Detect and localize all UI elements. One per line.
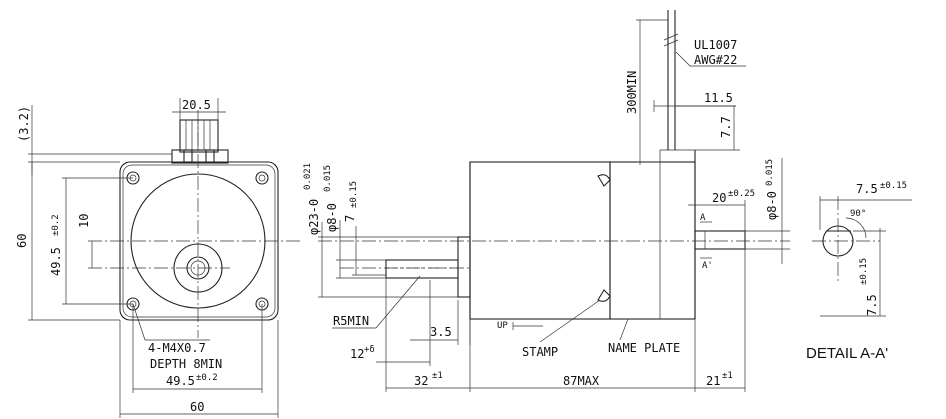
dim-7: 7 [343, 215, 357, 222]
front-boss [457, 236, 471, 298]
tol-0-2-vertical: ±0.2 [51, 214, 61, 236]
wire-awg: AWG#22 [694, 53, 737, 67]
hole-leader [132, 303, 146, 341]
front-shaft [385, 259, 459, 279]
dim-3-5: 3.5 [430, 325, 452, 339]
tol-phi8-rear: 0.015 [765, 159, 775, 186]
dim-87max: 87MAX [563, 374, 600, 388]
section-a: A [700, 213, 706, 223]
dim-7-7: 7.7 [719, 116, 733, 138]
dim-10: 10 [77, 214, 91, 228]
tol-0-2-horizontal: ±0.2 [196, 373, 218, 383]
detail-title: DETAIL A-A' [806, 345, 888, 362]
side-view: φ23-0 0.021 φ8-0 0.015 7 ±0.15 R5MIN 3.5… [303, 10, 790, 392]
tol-7: ±0.15 [349, 181, 359, 208]
dim-49-5-horizontal: 49.5 [166, 374, 195, 388]
dim-phi8-rear: φ8-0 [765, 191, 779, 220]
r5min-label: R5MIN [333, 314, 369, 328]
dim-21-tol: ±1 [722, 371, 733, 381]
dim-21: 21 [706, 374, 720, 388]
detail-dim-7-5-top: 7.5 [856, 182, 878, 196]
tol-phi8: 0.015 [323, 165, 333, 192]
dim-3-2: (3.2) [17, 106, 31, 142]
detail-angle: 90° [850, 209, 866, 219]
name-plate-label: NAME PLATE [608, 341, 680, 355]
dim-20-5: 20.5 [182, 98, 211, 112]
dim-12-tol: +δ [364, 345, 375, 355]
hole-note: 4-M4X0.7 [148, 341, 206, 355]
motor-body [469, 161, 611, 320]
dim-phi8: φ8-0 [325, 203, 339, 232]
angle-arc [845, 217, 867, 239]
stamp-label: STAMP [522, 345, 558, 359]
detail-tol-7-5-top: ±0.15 [880, 181, 907, 191]
connector [171, 119, 229, 164]
detail-dim-7-5-side: 7.5 [865, 294, 879, 316]
rear-cover [609, 161, 696, 320]
dim-32-tol: ±1 [432, 371, 443, 381]
detail-a-a: 7.5 ±0.15 90° 7.5 ±0.15 DETAIL A-A' [806, 181, 912, 362]
dim-60-vertical: 60 [15, 234, 29, 248]
rear-shaft [694, 230, 746, 250]
dim-11-5: 11.5 [704, 91, 733, 105]
up-label: UP [497, 321, 508, 331]
depth-note: DEPTH 8MIN [150, 357, 222, 371]
dim-phi23: φ23-0 [307, 199, 321, 235]
stamp-mark-top [597, 174, 611, 187]
dim-60-horizontal: 60 [190, 400, 204, 414]
stamp-mark-bottom [597, 289, 611, 302]
dim-20: 20 [712, 191, 726, 205]
detail-tol-7-5-side: ±0.15 [859, 258, 869, 285]
dim-49-5-vertical: 49.5 [49, 247, 63, 276]
section-a2: A' [702, 261, 713, 271]
dim-300min: 300MIN [625, 71, 639, 114]
front-view: 20.5 (3.2) 60 49.5 ±0.2 10 4-M4X0.7 DEPT… [15, 98, 300, 418]
wire-ul: UL1007 [694, 38, 737, 52]
dim-20-tol: ±0.25 [728, 189, 755, 199]
tol-phi23: 0.021 [303, 163, 313, 190]
dim-12: 12 [350, 347, 364, 361]
dim-32: 32 [414, 374, 428, 388]
